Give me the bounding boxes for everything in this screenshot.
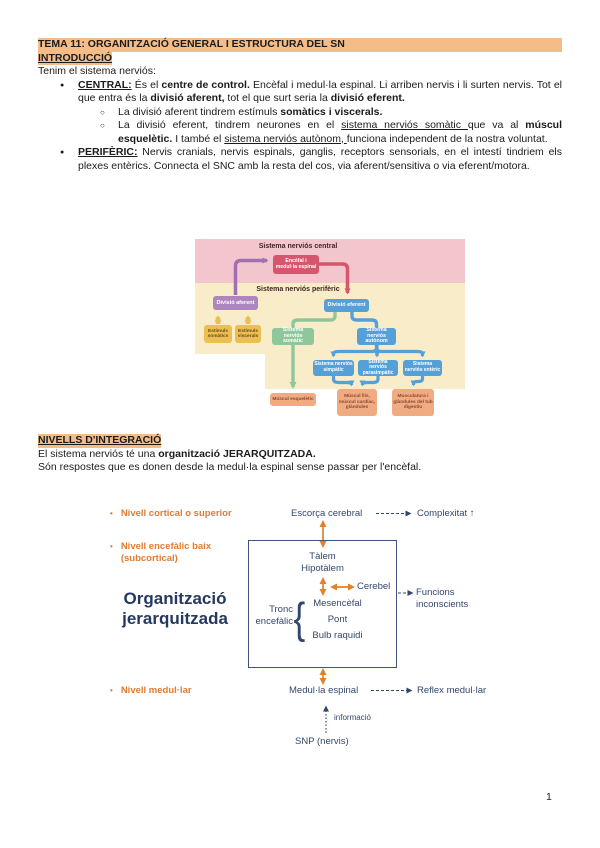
diagram1-arrows (214, 257, 426, 389)
text-run: funciona independent de la nostra volunt… (346, 132, 548, 145)
label-snp-nervis: SNP (nervis) (295, 736, 349, 747)
text-run: El sistema nerviós té una (38, 447, 159, 460)
box-sn-parasimpatic: Sistema nerviós parasimpàtic (358, 359, 398, 376)
text-run: La divisió eferent, tindrem neurones en … (118, 119, 342, 131)
bullet-central: CENTRAL: És el centre de control. Encèfa… (38, 79, 562, 106)
bullet-periferic: PERIFÈRIC: Nervis cranials, nervis espin… (38, 146, 562, 173)
label-cerebel: Cerebel (357, 581, 391, 592)
snp-title: Sistema nerviós perifèric (256, 286, 340, 293)
label-medulla-espinal: Medul·la espinal (289, 685, 359, 696)
diagram-jerarquia: • Nivell cortical o superior • Nivell ence… (95, 500, 505, 762)
label-complexitat: Complexitat ↑ (417, 508, 475, 519)
nivells-section: NIVELLS D'INTEGRACIÓ El sistema nerviós … (38, 434, 562, 475)
box-estimuls-somatics: Estímuls somàtics (204, 325, 232, 343)
box-muscul-llis-cardiac-glandules: Múscul llis, múscul cardíac, glàndules (337, 389, 377, 416)
term-sn-autonom: sistema nerviós autònom, (224, 132, 347, 145)
text-run: que va al (467, 119, 526, 131)
heading-line: NIVELLS D'INTEGRACIÓ (38, 434, 562, 448)
term-central: CENTRAL: (78, 78, 132, 91)
diagram2-arrows (319, 510, 414, 733)
label-tronc-encefalic: Tronc encefàlic (255, 604, 294, 627)
label-mesencefal: Mesencèfal (313, 598, 362, 609)
box-divisio-eferent: Divisió eferent (324, 299, 369, 312)
big-label-organitzacio: Organització jerarquitzada (122, 589, 228, 628)
text-run: tot el que surt seria la (224, 92, 331, 104)
bullet-nivell-encefalic: • Nivell encefàlic baix (subcortical) (110, 541, 236, 565)
bullet-dot: • (110, 509, 113, 518)
section-heading-introduccio: INTRODUCCIÓ (38, 51, 113, 65)
nivells-line2: Són respostes que es donen desde la medu… (38, 461, 422, 473)
box-muscul-esqueletic: Múscul esquelètic (270, 393, 316, 406)
label-funcions-inconscients: Funcions inconscients (416, 587, 469, 610)
encefal-frame (248, 540, 397, 668)
box-divisio-aferent: Divisió aferent (213, 296, 258, 310)
term-divisio-eferent: divisió eferent. (330, 92, 405, 104)
box-encefal-medulla: Encèfal i medul·la espinal (273, 255, 319, 274)
section-heading-nivells: NIVELLS D'INTEGRACIÓ (38, 434, 162, 448)
intro-lead: Tenim el sistema nerviós: (38, 65, 156, 77)
bullet-dot: • (110, 686, 113, 695)
label-escorca-cerebral: Escorça cerebral (291, 508, 363, 519)
snc-title: Sistema nerviós central (258, 243, 338, 250)
label-hipotalem: Hipotàlem (301, 563, 344, 574)
box-tub-digestiu: Musculatura i glàndules del tub digestiu (392, 389, 434, 416)
text-run: La divisió aferent tindrem estímuls (118, 105, 281, 118)
box-sn-enteric: Sistema nerviós entèric (403, 360, 442, 376)
bullet-label: Nivell cortical o superior (120, 508, 232, 519)
nivells-line1: El sistema nerviós té una organització J… (38, 448, 562, 462)
box-sn-simpatic: Sistema nerviós simpàtic (313, 360, 354, 376)
text-run: I també el (172, 132, 225, 145)
box-estimuls-viscerals: Estímuls viscerals (235, 325, 261, 343)
intro-section: TEMA 11: ORGANITZACIÓ GENERAL I ESTRUCTU… (38, 38, 562, 173)
page-title: TEMA 11: ORGANITZACIÓ GENERAL I ESTRUCTU… (38, 38, 562, 52)
term-jerarquitzada: organització JERARQUITZADA. (158, 447, 316, 460)
term-periferic: PERIFÈRIC: (78, 146, 138, 158)
label-pont: Pont (327, 614, 348, 625)
bullet-aferent: La divisió aferent tindrem estímuls somà… (38, 106, 562, 120)
term-somatics-viscerals: somàtics i viscerals. (280, 105, 383, 118)
bullet-eferent: La divisió eferent, tindrem neurones en … (38, 119, 562, 146)
box-sn-somatic: Sistema nerviós somàtic (272, 327, 314, 345)
term-muscul-esqueletic: múscul esquelètic. (118, 119, 562, 145)
label-reflex-medullar: Reflex medul·lar (417, 685, 487, 696)
term-divisio-aferent: divisió aferent, (150, 92, 225, 104)
label-bulb-raquidi: Bulb raquidi (312, 630, 363, 641)
heading-line: INTRODUCCIÓ (38, 51, 562, 65)
term-centre-de-control: centre de control. (161, 78, 250, 91)
bullet-label: Nivell encefàlic baix (subcortical) (120, 541, 212, 564)
text-run: Encèfal i medul·la espinal. Li arriben n… (78, 78, 562, 105)
page-number: 1 (546, 791, 552, 803)
diagram-organitzacio-sn: Sistema nerviós central Encèfal i medul·… (195, 239, 465, 424)
box-sn-autonom: Sistema nerviós autònom (357, 327, 396, 345)
bullet-label: Nivell medul·lar (120, 685, 192, 696)
text-run: Nervis cranials, nervis espinals, gangli… (78, 146, 562, 172)
bullet-nivell-cortical: • Nivell cortical o superior (110, 508, 232, 520)
label-talem: Tàlem (309, 551, 336, 562)
term-sn-somatic: sistema nerviós somàtic (341, 119, 468, 131)
bullet-nivell-medullar: • Nivell medul·lar (110, 685, 192, 697)
label-informacio: informació (334, 713, 371, 722)
bullet-dot: • (110, 542, 113, 551)
text-run: És el (131, 78, 162, 91)
brace-glyph: { (293, 594, 306, 643)
